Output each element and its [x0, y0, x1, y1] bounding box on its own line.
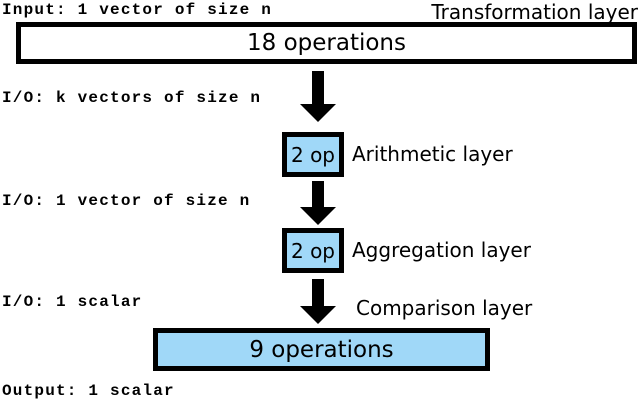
comparison-layer-box: 9 operations: [153, 328, 490, 371]
arrow-shaft: [312, 181, 324, 207]
transformation-layer-box: 18 operations: [16, 22, 637, 64]
aggregation-layer-box: 2 op: [282, 228, 344, 273]
arithmetic-layer-box: 2 op: [282, 132, 344, 177]
arithmetic-ops-text: 2 op: [290, 142, 335, 167]
arrow-head-icon: [300, 104, 336, 122]
down-arrow-1: [300, 71, 336, 122]
io-1-scalar-annotation: I/O: 1 scalar: [2, 293, 143, 311]
down-arrow-2: [300, 181, 336, 225]
arrow-shaft: [312, 71, 324, 104]
aggregation-ops-text: 2 op: [290, 238, 335, 263]
io-1-vector-annotation: I/O: 1 vector of size n: [2, 192, 251, 210]
transformation-ops-text: 18 operations: [247, 30, 406, 56]
comparison-layer-label: Comparison layer: [356, 296, 533, 320]
io-k-vectors-annotation: I/O: k vectors of size n: [2, 89, 262, 107]
arrow-shaft: [312, 279, 324, 306]
aggregation-layer-label: Aggregation layer: [352, 238, 531, 262]
arithmetic-layer-label: Arithmetic layer: [352, 142, 513, 166]
input-annotation: Input: 1 vector of size n: [2, 1, 273, 19]
output-annotation: Output: 1 scalar: [2, 382, 175, 400]
down-arrow-3: [300, 279, 336, 324]
transformation-layer-label: Transformation layer: [431, 0, 638, 24]
comparison-ops-text: 9 operations: [249, 336, 394, 363]
arrow-head-icon: [300, 306, 336, 324]
arrow-head-icon: [300, 207, 336, 225]
